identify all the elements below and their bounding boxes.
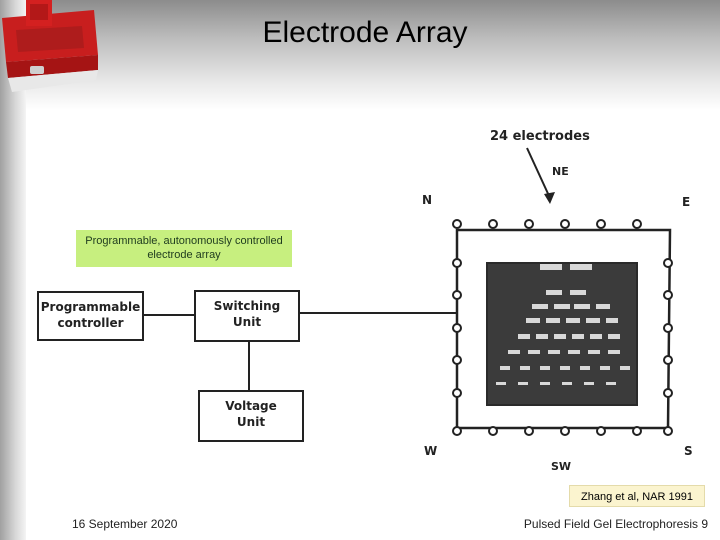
programmable-controller-line-2: controller [57,316,124,330]
voltage-unit-box: Voltage Unit [198,390,304,442]
electrodes-pointer-line [526,147,551,199]
gel-box-logo [2,0,98,92]
gel-image [486,262,638,406]
callout-note: Programmable, autonomously controlled el… [76,230,292,267]
footer-date: 16 September 2020 [72,517,178,531]
compass-ne: NE [552,165,569,178]
electrodes-label: 24 electrodes [490,129,590,144]
compass-s: S [684,444,693,458]
voltage-unit-line-2: Unit [236,415,266,429]
programmable-controller-box: Programmable controller [37,291,144,341]
switching-unit-line-2: Unit [232,315,262,329]
citation: Zhang et al, NAR 1991 [569,485,705,507]
footer-slide-info: Pulsed Field Gel Electrophoresis 9 [523,517,708,531]
header-background [0,0,720,110]
electrodes-pointer-arrow [544,192,555,204]
programmable-controller-line-1: Programmable [40,300,141,314]
wiring [144,312,457,390]
compass-n: N [422,193,432,207]
compass-w: W [424,444,437,458]
electrodes [452,219,673,436]
electrode-array-diagram: 24 electrodes NE N E W SW S [144,129,693,473]
slide-title: Electrode Array [262,16,468,49]
switching-unit-line-1: Switching [213,299,281,313]
switching-unit-box: Switching Unit [194,290,300,342]
voltage-unit-line-1: Voltage [225,399,277,413]
compass-e: E [682,195,690,209]
compass-sw: SW [551,460,571,473]
